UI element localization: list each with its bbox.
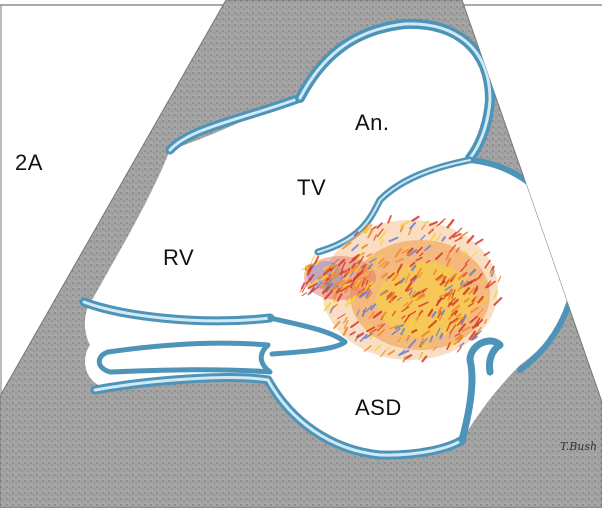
label-tv: TV: [297, 175, 326, 200]
label-asd: ASD: [355, 395, 402, 420]
panel-label: 2A: [15, 150, 43, 175]
jet-stroke: [440, 334, 442, 338]
label-an: An.: [355, 110, 390, 135]
septal-fold: [99, 343, 270, 372]
artist-signature: T.Bush: [560, 440, 597, 453]
label-rv: RV: [163, 245, 194, 270]
